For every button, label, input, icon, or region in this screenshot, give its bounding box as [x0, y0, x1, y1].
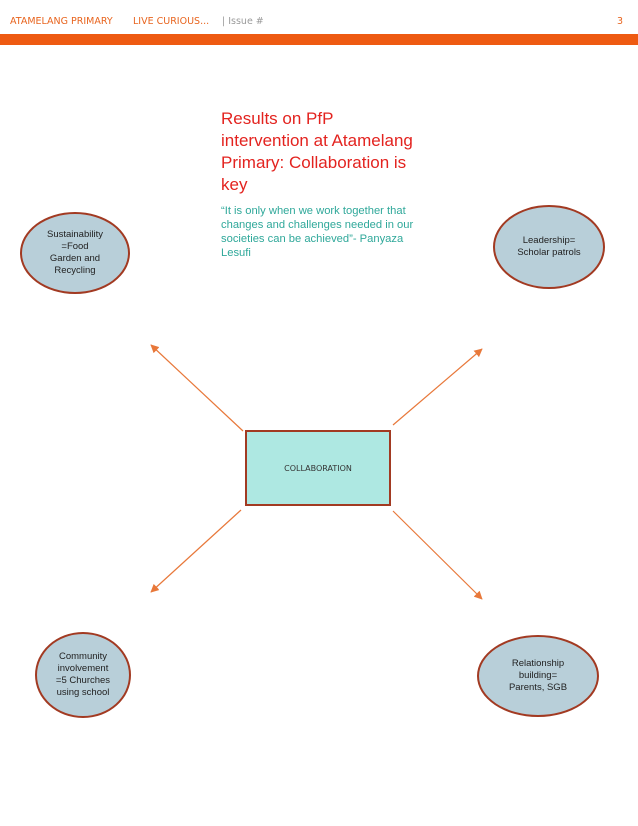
node-community: Community involvement =5 Churches using …	[35, 632, 131, 718]
arrow-to-sustainability	[150, 344, 244, 432]
article-title: Results on PfP intervention at Atamelang…	[221, 109, 413, 194]
article-quote: “It is only when we work together that c…	[221, 205, 414, 259]
node-sustainability: Sustainability =Food Garden and Recyclin…	[20, 212, 130, 294]
arrow-to-community	[150, 509, 242, 593]
node-leadership-label: Leadership= Scholar patrols	[517, 235, 581, 258]
header-page-number: 3	[617, 16, 624, 27]
node-community-label: Community involvement =5 Churches using …	[55, 651, 111, 698]
node-leadership: Leadership= Scholar patrols	[493, 205, 605, 289]
header-school-name: ATAMELANG PRIMARY	[10, 16, 113, 27]
collaboration-label: COLLABORATION	[284, 463, 352, 473]
node-relationship: Relationship building= Parents, SGB	[477, 635, 599, 717]
header-slogan: LIVE CURIOUS...	[133, 16, 210, 27]
header-accent-bar	[0, 34, 638, 45]
node-relationship-label: Relationship building= Parents, SGB	[508, 658, 568, 693]
collaboration-box: COLLABORATION	[245, 430, 391, 506]
arrow-to-relationship	[392, 510, 483, 600]
arrow-to-leadership	[392, 348, 483, 426]
page-header: ATAMELANG PRIMARY LIVE CURIOUS... | Issu…	[0, 16, 638, 34]
node-sustainability-label: Sustainability =Food Garden and Recyclin…	[47, 229, 103, 276]
header-issue: | Issue #	[222, 16, 264, 27]
